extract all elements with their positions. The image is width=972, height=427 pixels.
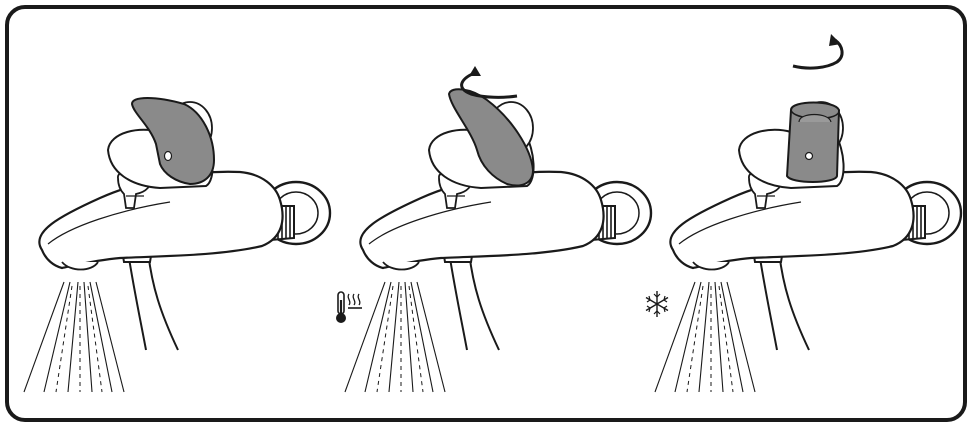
instruction-diagram (0, 0, 972, 427)
diagram-canvas (0, 0, 972, 427)
